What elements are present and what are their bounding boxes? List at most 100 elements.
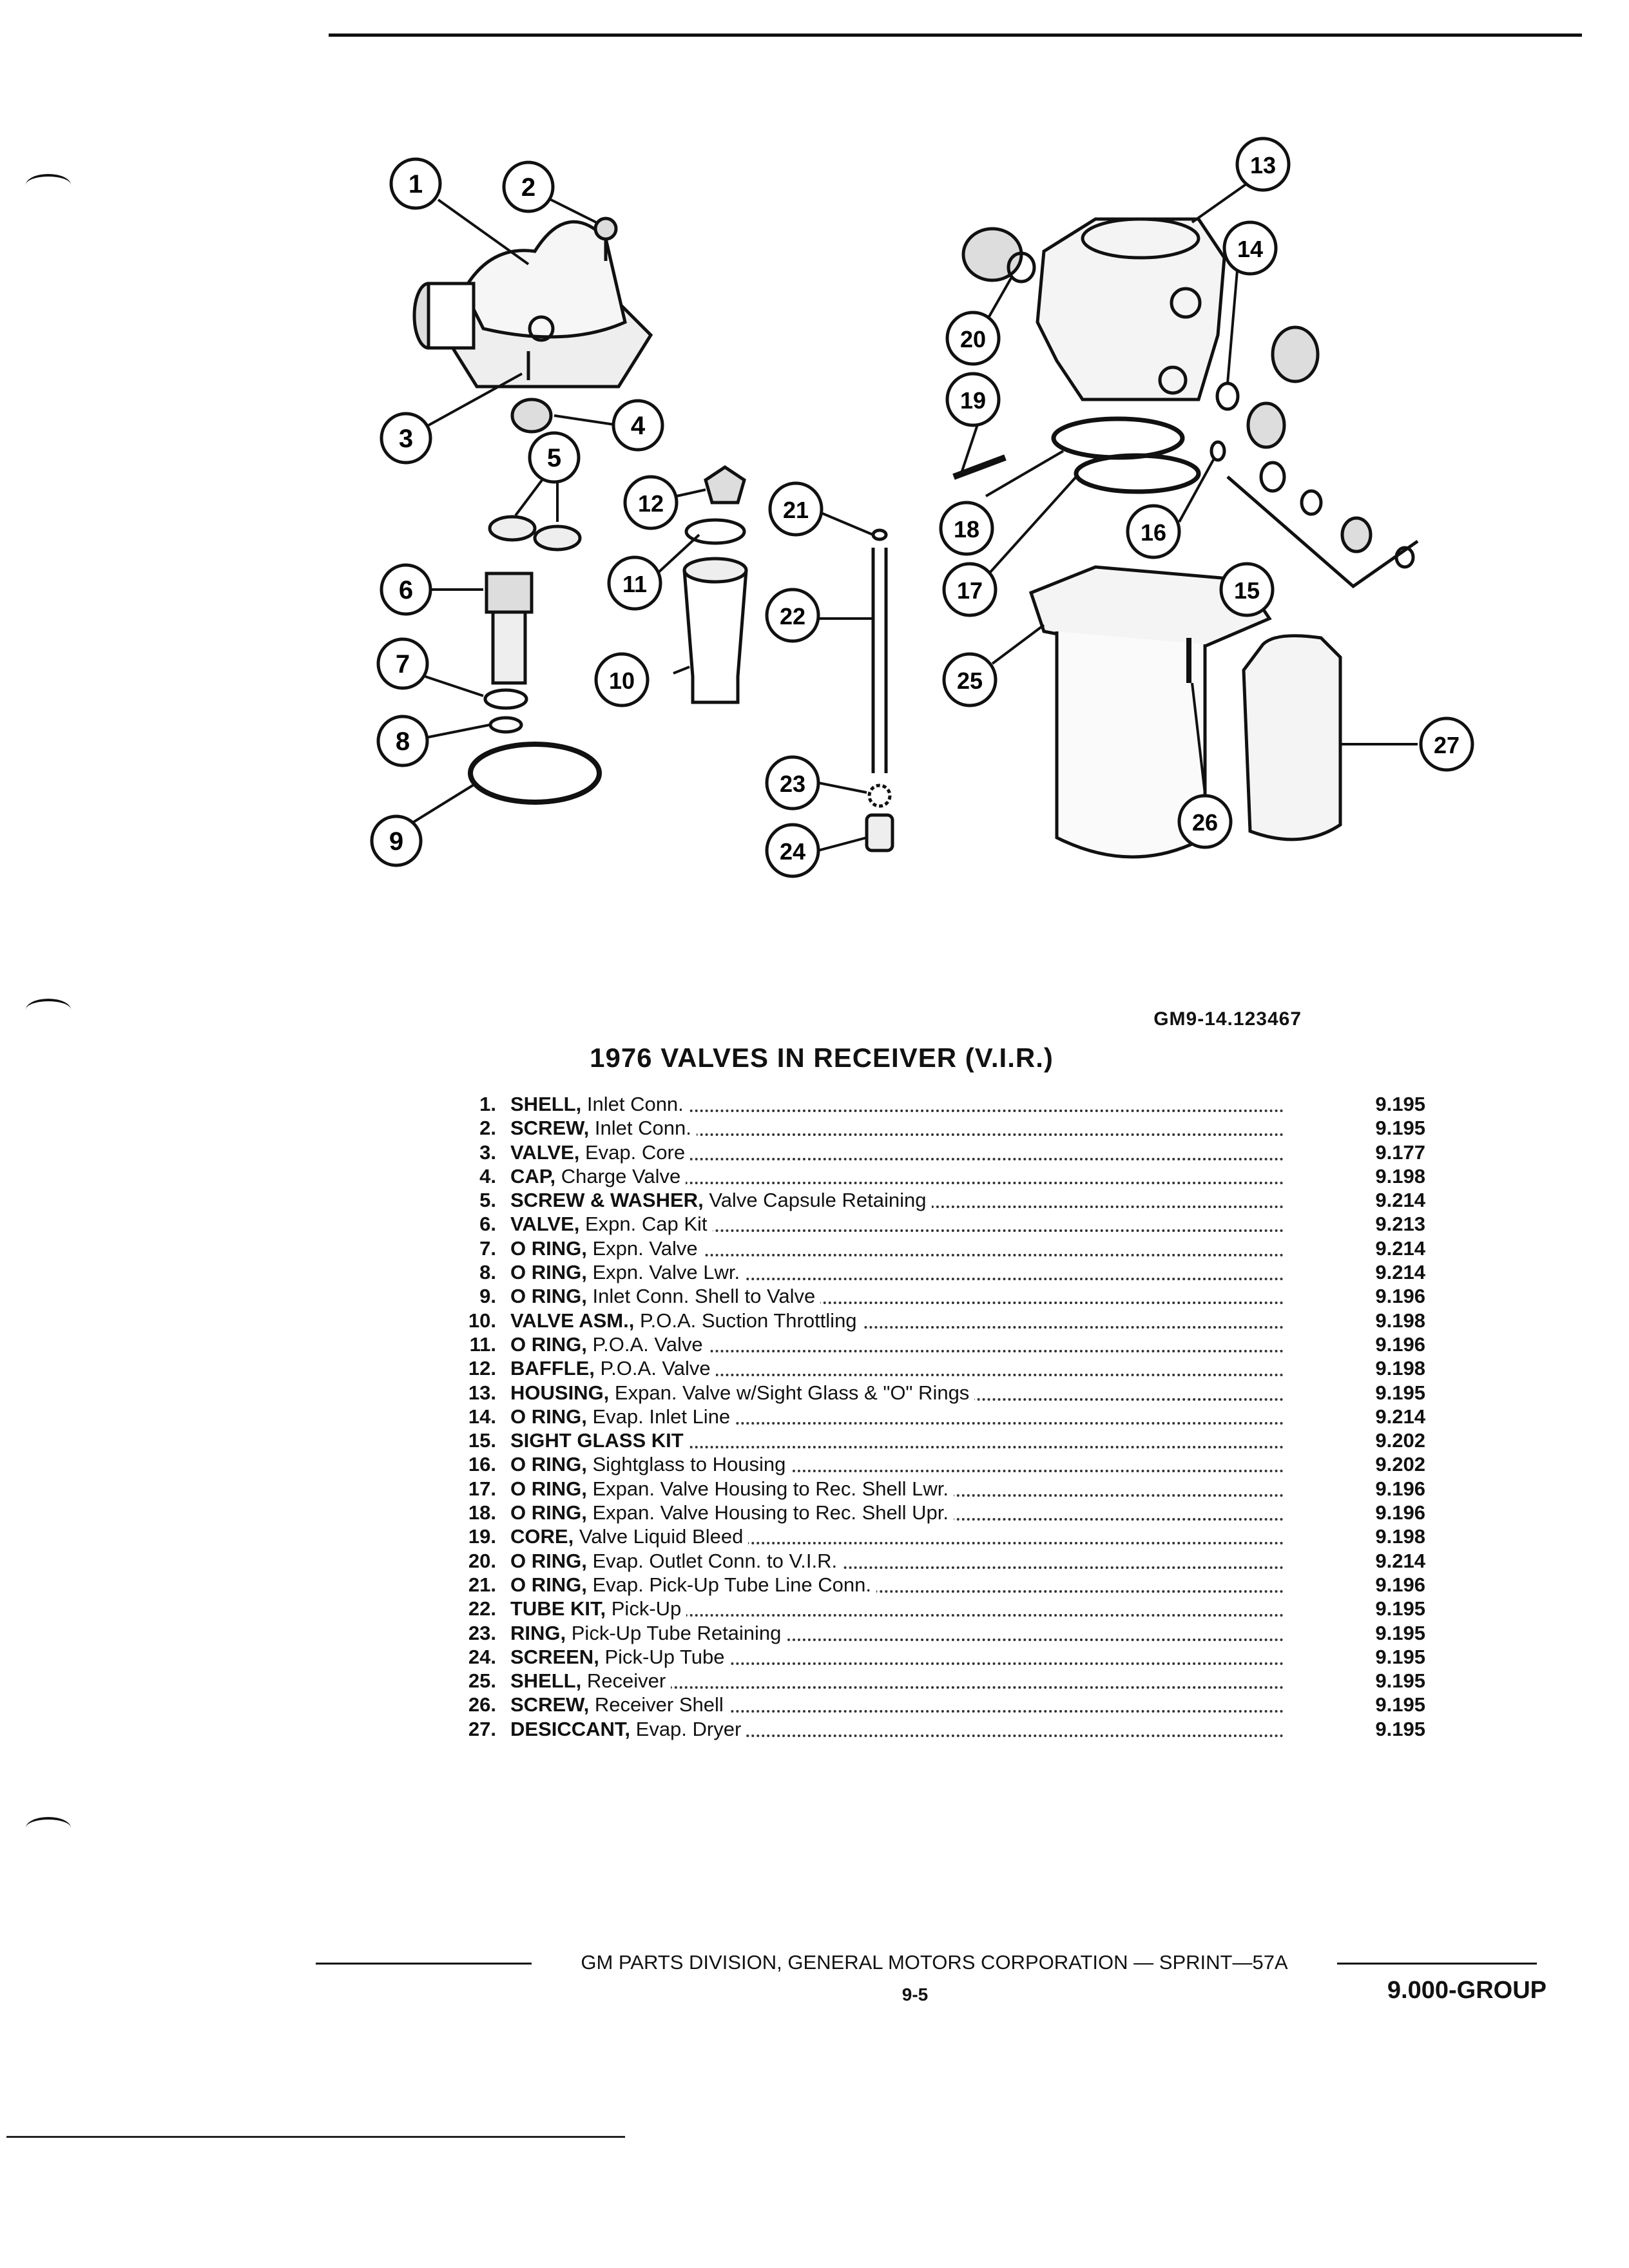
callout-14: 14 <box>1222 220 1278 276</box>
part-17-o-ring <box>1074 453 1201 494</box>
part-detail: Expan. Valve w/Sight Glass & "O" Rings <box>614 1381 970 1404</box>
callouts: 1 2 3 4 5 6 7 8 9 10 11 12 13 14 15 16 1… <box>370 137 1474 878</box>
parts-list-row: 23. RING, Pick-Up Tube Retaining 9.195 <box>425 1621 1431 1646</box>
svg-text:15: 15 <box>1234 577 1260 604</box>
part-page-ref: 9.214 <box>1375 1261 1425 1284</box>
part-page-ref: 9.195 <box>1375 1621 1425 1644</box>
part-11-o-ring <box>684 518 746 545</box>
svg-text:26: 26 <box>1192 809 1218 836</box>
callout-26: 26 <box>1177 794 1233 849</box>
part-detail: Charge Valve <box>561 1164 681 1187</box>
part-description: O RING, Evap. Pick-Up Tube Line Conn. <box>510 1573 1284 1597</box>
footer-rule-left <box>316 1963 532 1965</box>
part-page-ref: 9.195 <box>1375 1645 1425 1668</box>
callout-15: 15 <box>1219 562 1275 617</box>
part-name: VALVE, <box>510 1140 580 1164</box>
leader-dots <box>510 1278 1284 1281</box>
leader-dots <box>510 1446 1284 1449</box>
callout-23: 23 <box>765 755 820 811</box>
callout-20: 20 <box>945 311 1001 366</box>
part-page-ref: 9.195 <box>1375 1117 1425 1140</box>
leader-dots <box>510 1590 1284 1593</box>
margin-mark <box>26 1817 71 1839</box>
callout-21: 21 <box>768 481 824 537</box>
part-description: SCREW, Receiver Shell <box>510 1693 1284 1717</box>
part-10-poa-valve <box>682 557 748 704</box>
leader-dots <box>510 1133 1284 1137</box>
part-6-expn-valve <box>485 572 534 685</box>
svg-text:13: 13 <box>1250 152 1276 178</box>
part-name: O RING, <box>510 1453 587 1476</box>
part-detail: Receiver Shell <box>594 1693 724 1716</box>
part-name: SCREEN, <box>510 1645 599 1668</box>
part-name: SIGHT GLASS KIT <box>510 1429 684 1452</box>
part-detail: Sightglass to Housing <box>592 1453 786 1476</box>
svg-text:7: 7 <box>396 650 410 678</box>
svg-text:6: 6 <box>399 576 413 604</box>
part-25-receiver-shell <box>1028 565 1272 859</box>
part-name: O RING, <box>510 1285 587 1308</box>
part-number: 1. <box>479 1093 496 1115</box>
part-1-inlet-shell <box>412 220 653 389</box>
part-name: DESICCANT, <box>510 1717 631 1740</box>
callout-9: 9 <box>370 814 423 867</box>
parts-list-row: 20.O RING, Evap. Outlet Conn. to V.I.R.9… <box>425 1549 1431 1573</box>
parts-list-row: 15.SIGHT GLASS KIT 9.202 <box>425 1429 1431 1453</box>
part-number: 26. <box>468 1693 496 1716</box>
part-detail: Pick-Up Tube Retaining <box>571 1621 782 1644</box>
svg-text:11: 11 <box>622 571 647 597</box>
callout-27: 27 <box>1419 716 1474 772</box>
callout-10: 10 <box>594 652 650 707</box>
part-description: SIGHT GLASS KIT <box>510 1429 1284 1453</box>
part-name: O RING, <box>510 1236 587 1260</box>
svg-text:27: 27 <box>1434 732 1460 758</box>
part-name: RING, <box>510 1621 566 1644</box>
part-page-ref: 9.195 <box>1375 1717 1425 1740</box>
part-page-ref: 9.196 <box>1375 1285 1425 1308</box>
part-description: DESICCANT, Evap. Dryer <box>510 1717 1284 1741</box>
leader-dots <box>510 1638 1284 1641</box>
leader-dots <box>510 1349 1284 1352</box>
leader-dots <box>510 1566 1284 1569</box>
part-number: 14. <box>468 1405 496 1428</box>
leader-dots <box>510 1374 1284 1377</box>
parts-list-row: 21.O RING, Evap. Pick-Up Tube Line Conn.… <box>425 1573 1431 1597</box>
page-title: 1976 VALVES IN RECEIVER (V.I.R.) <box>590 1043 1054 1073</box>
leader-dots <box>510 1542 1284 1545</box>
part-number: 12. <box>468 1357 496 1380</box>
part-name: VALVE ASM., <box>510 1309 635 1332</box>
part-page-ref: 9.196 <box>1375 1477 1425 1500</box>
part-number: 17. <box>468 1477 496 1500</box>
part-description: RING, Pick-Up Tube Retaining <box>510 1621 1284 1645</box>
part-27-desiccant <box>1242 634 1342 841</box>
svg-text:2: 2 <box>521 173 535 202</box>
callout-3: 3 <box>380 412 432 465</box>
part-detail: Expan. Valve Housing to Rec. Shell Lwr. <box>592 1477 949 1500</box>
part-description: VALVE, Evap. Core <box>510 1140 1284 1164</box>
part-description: O RING, Evap. Inlet Line <box>510 1405 1284 1428</box>
part-page-ref: 9.202 <box>1375 1429 1425 1452</box>
part-number: 23. <box>468 1621 496 1644</box>
part-detail: Inlet Conn. Shell to Valve <box>592 1285 816 1308</box>
svg-text:20: 20 <box>960 326 986 352</box>
part-page-ref: 9.202 <box>1375 1453 1425 1476</box>
footer-text: GM PARTS DIVISION, GENERAL MOTORS CORPOR… <box>581 1951 1288 1974</box>
part-page-ref: 9.177 <box>1375 1140 1425 1164</box>
group-label: 9.000-GROUP <box>1387 1977 1547 2004</box>
part-detail: Valve Liquid Bleed <box>579 1525 744 1548</box>
svg-text:17: 17 <box>957 577 983 604</box>
part-number: 6. <box>479 1213 496 1236</box>
part-page-ref: 9.196 <box>1375 1332 1425 1356</box>
parts-list-row: 17.O RING, Expan. Valve Housing to Rec. … <box>425 1477 1431 1501</box>
part-20-o-ring <box>1007 251 1036 284</box>
part-7-o-ring <box>483 688 528 710</box>
part-detail: Pick-Up Tube <box>604 1645 725 1668</box>
callout-22: 22 <box>765 588 820 643</box>
part-name: O RING, <box>510 1549 587 1572</box>
part-number: 4. <box>479 1164 496 1187</box>
margin-mark <box>26 999 71 1021</box>
